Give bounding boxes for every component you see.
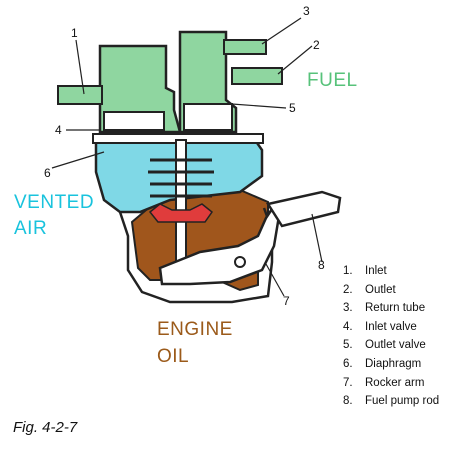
legend-number: 7. bbox=[343, 376, 353, 389]
figure-caption: Fig. 4-2-7 bbox=[13, 419, 78, 436]
valve-cover-right bbox=[183, 103, 233, 131]
legend-item: 3. Return tube bbox=[343, 302, 439, 321]
parts-legend: 1. Inlet 2. Outlet 3. Return tube 4. Inlet v… bbox=[343, 265, 439, 414]
fuel-chamber-left bbox=[98, 44, 182, 134]
diaphragm-seal bbox=[148, 203, 214, 223]
engine-oil-label: ENGINE OIL bbox=[157, 316, 233, 370]
legend-label: Inlet bbox=[365, 265, 387, 277]
legend-item: 6. Diaphragm bbox=[343, 358, 439, 377]
outlet-pipe bbox=[231, 67, 283, 85]
inlet-pipe bbox=[57, 85, 103, 105]
legend-item: 2. Outlet bbox=[343, 284, 439, 303]
leader-lines bbox=[51, 17, 323, 297]
legend-label: Fuel pump rod bbox=[365, 395, 440, 408]
legend-number: 4. bbox=[343, 320, 353, 333]
legend-item: 4. Inlet valve bbox=[343, 321, 439, 340]
legend-label: Outlet valve bbox=[365, 339, 426, 352]
valve-cover-left bbox=[103, 111, 165, 131]
callout-2: 2 bbox=[313, 38, 320, 52]
spring bbox=[148, 158, 214, 198]
legend-number: 5. bbox=[343, 339, 353, 352]
legend-item: 8. Fuel pump rod bbox=[343, 395, 439, 414]
callout-6: 6 bbox=[44, 166, 51, 180]
legend-label: Return tube bbox=[365, 302, 426, 315]
callout-1: 1 bbox=[71, 26, 78, 40]
legend-number: 2. bbox=[343, 283, 353, 296]
legend-label: Outlet bbox=[365, 283, 396, 296]
return-tube bbox=[223, 39, 267, 55]
legend-label: Inlet valve bbox=[365, 320, 417, 333]
callout-7: 7 bbox=[283, 294, 290, 308]
legend-item: 1. Inlet bbox=[343, 265, 439, 284]
legend-number: 8. bbox=[343, 395, 353, 408]
vented-air-line-2: AIR bbox=[14, 218, 48, 239]
fuel-pump-rod bbox=[265, 190, 342, 228]
rocker-pivot bbox=[234, 256, 246, 268]
vented-air-line-1: VENTED bbox=[14, 192, 95, 213]
legend-label: Diaphragm bbox=[365, 357, 422, 370]
engine-oil-line-1: ENGINE bbox=[157, 319, 233, 340]
legend-item: 5. Outlet valve bbox=[343, 339, 439, 358]
legend-label: Rocker arm bbox=[365, 376, 425, 389]
callout-4: 4 bbox=[55, 123, 62, 137]
callout-5: 5 bbox=[289, 101, 296, 115]
vented-air-label: VENTED AIR bbox=[14, 190, 94, 242]
callout-3: 3 bbox=[303, 4, 310, 18]
legend-number: 6. bbox=[343, 357, 353, 370]
legend-item: 7. Rocker arm bbox=[343, 377, 439, 396]
legend-number: 3. bbox=[343, 302, 353, 315]
legend-number: 1. bbox=[343, 265, 353, 277]
engine-oil-line-2: OIL bbox=[157, 346, 190, 367]
callout-8: 8 bbox=[318, 258, 325, 272]
fuel-label: FUEL bbox=[307, 70, 358, 91]
